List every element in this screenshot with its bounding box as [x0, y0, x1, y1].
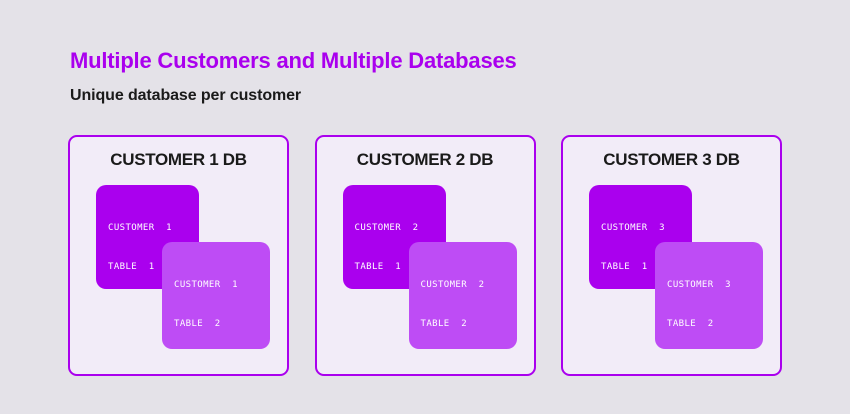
table-box-label: CUSTOMER 2 TABLE 2: [421, 253, 485, 357]
table-box-label-line-1: CUSTOMER 3: [667, 280, 732, 290]
table-box-label: CUSTOMER 1 TABLE 1: [108, 196, 172, 300]
table-box-label-line-1: CUSTOMER 3: [601, 223, 666, 233]
table-box-label-line-2: TABLE 1: [601, 262, 648, 272]
table-box-label-line-1: CUSTOMER 2: [420, 280, 485, 290]
table-box-label-line-2: TABLE 2: [174, 319, 221, 329]
database-card-title: CUSTOMER 2 DB: [356, 150, 494, 169]
table-box-label: CUSTOMER 3 TABLE 2: [667, 253, 731, 357]
table-box-customer-3-table-2: CUSTOMER 3 TABLE 2: [655, 242, 763, 349]
table-box-label: CUSTOMER 1 TABLE 2: [174, 253, 238, 357]
heading-block: Multiple Customers and Multiple Database…: [70, 48, 517, 106]
table-box-label-line-2: TABLE 1: [354, 262, 402, 272]
table-box-label: CUSTOMER 3 TABLE 1: [601, 196, 665, 300]
database-cards-row: CUSTOMER 1 DB CUSTOMER 1 TABLE 1 CUSTOME…: [68, 135, 782, 376]
table-box-customer-2-table-2: CUSTOMER 2 TABLE 2: [408, 242, 517, 349]
table-box-label-line-1: CUSTOMER 1: [174, 280, 239, 290]
table-box-label-line-1: CUSTOMER 2: [354, 223, 419, 233]
database-card-customer-1: CUSTOMER 1 DB CUSTOMER 1 TABLE 1 CUSTOME…: [68, 135, 289, 376]
database-card-customer-2: CUSTOMER 2 DB CUSTOMER 2 TABLE 1 CUSTOME…: [314, 135, 536, 376]
page-subtitle: Unique database per customer: [70, 87, 302, 105]
table-box-customer-1-table-2: CUSTOMER 1 TABLE 2: [162, 242, 270, 349]
database-card-title: CUSTOMER 1 DB: [110, 150, 247, 169]
table-box-label-line-2: TABLE 2: [420, 319, 468, 329]
table-box-customer-1-table-1: CUSTOMER 1 TABLE 1: [96, 185, 199, 289]
table-box-label-line-1: CUSTOMER 1: [108, 223, 173, 233]
table-box-label-line-2: TABLE 2: [667, 319, 714, 329]
table-box-label-line-2: TABLE 1: [108, 262, 155, 272]
page-title: Multiple Customers and Multiple Database…: [70, 48, 517, 73]
database-card-title: CUSTOMER 3 DB: [603, 150, 740, 169]
table-box-label: CUSTOMER 2 TABLE 1: [355, 196, 419, 300]
database-card-customer-3: CUSTOMER 3 DB CUSTOMER 3 TABLE 1 CUSTOME…: [561, 135, 782, 376]
